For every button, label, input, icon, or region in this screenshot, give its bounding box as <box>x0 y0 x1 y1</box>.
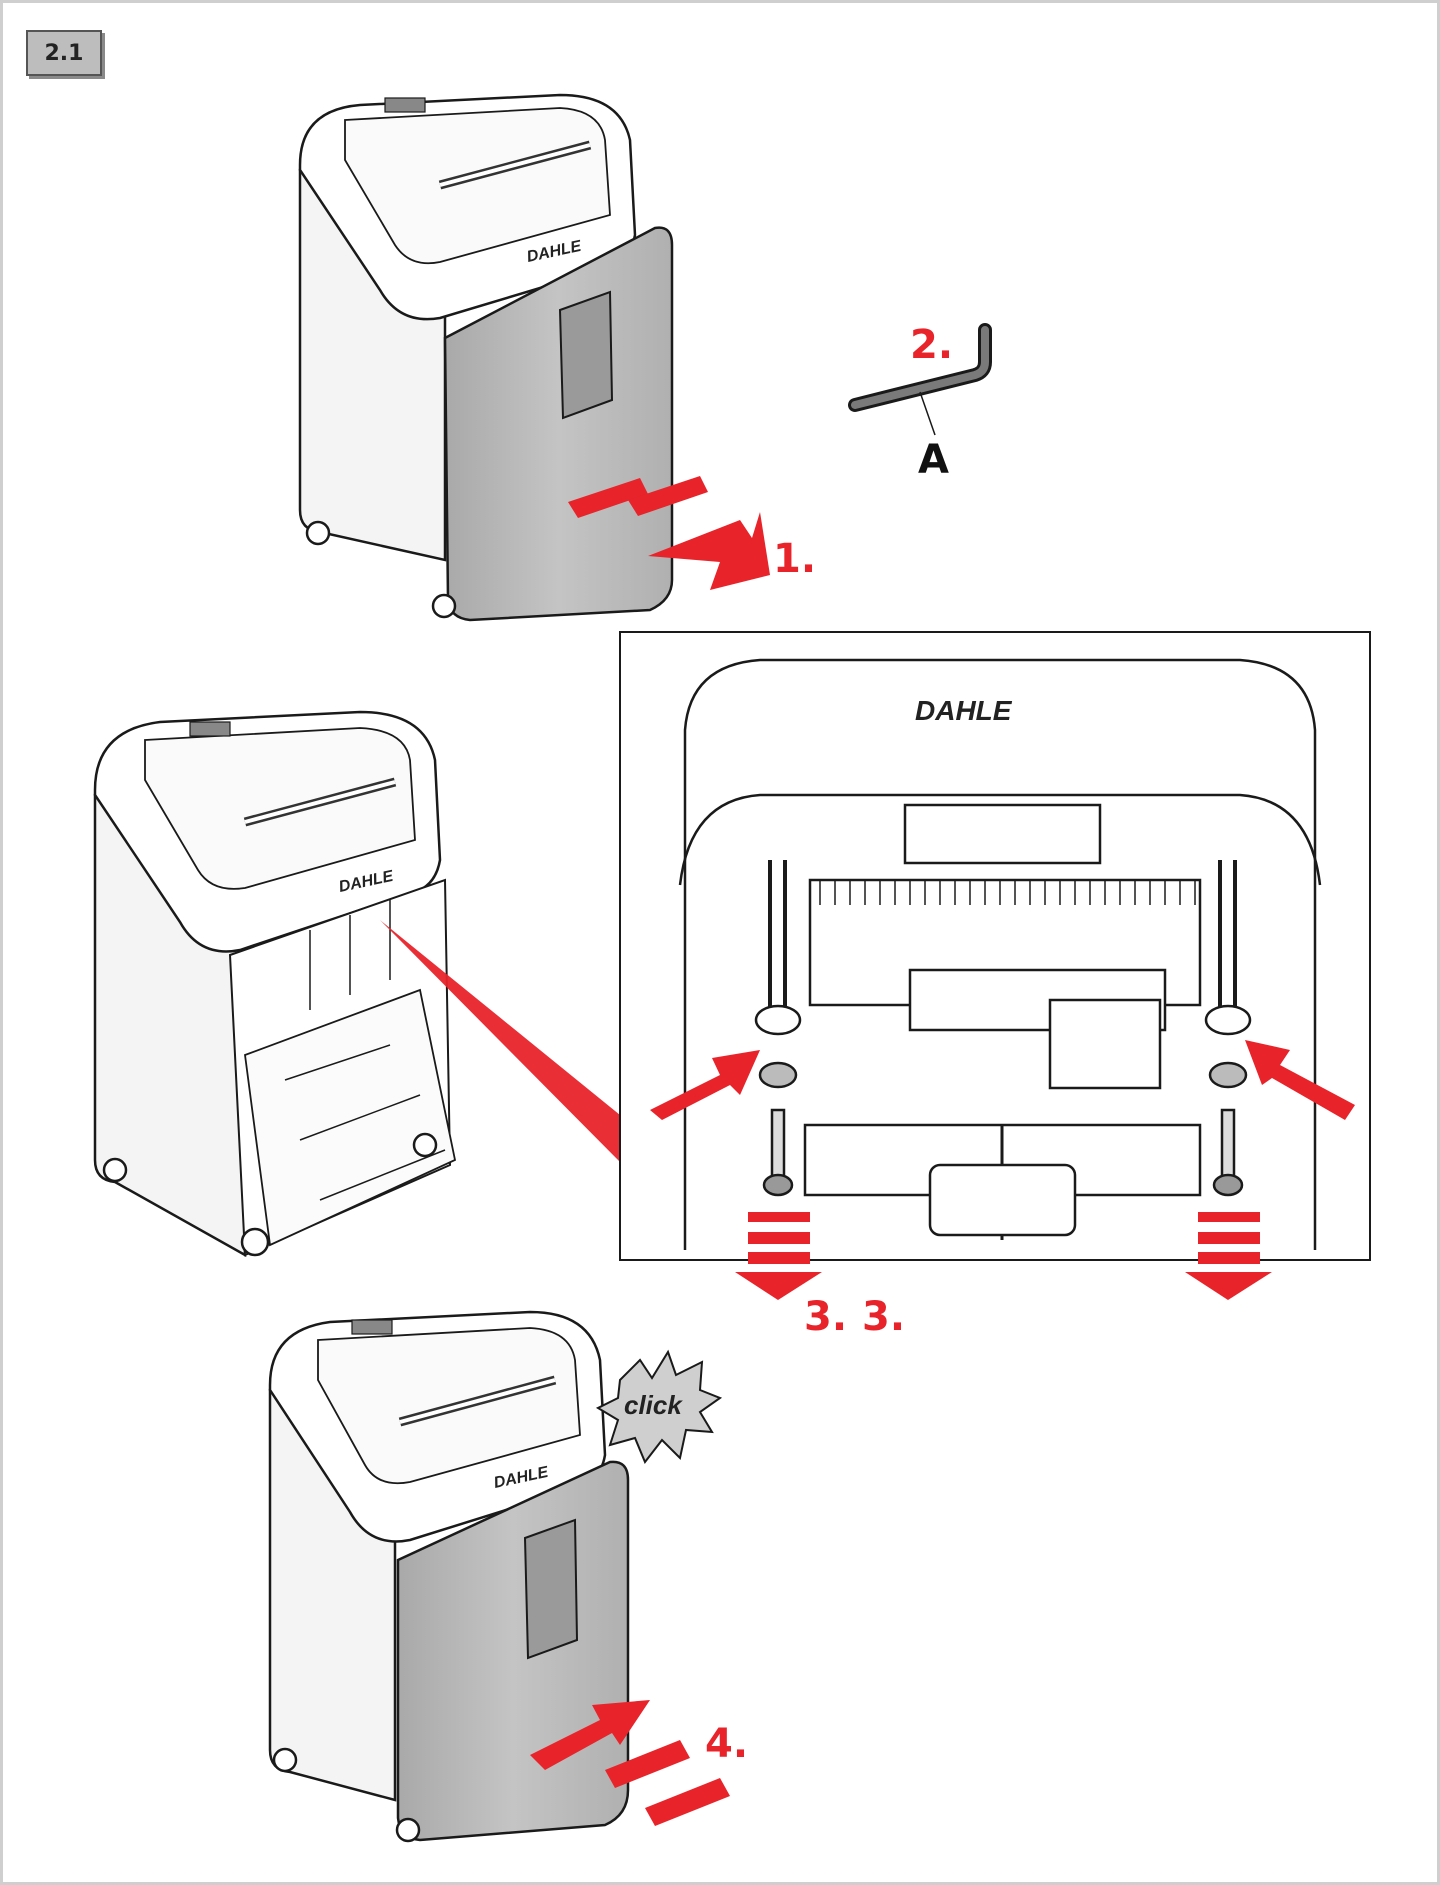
arrow-left-icon <box>530 1700 730 1826</box>
allen-key-label: A <box>918 437 949 483</box>
arrow-left-icon <box>1245 1040 1355 1120</box>
arrow-down-icon <box>735 1212 822 1300</box>
step-1-label: 1. <box>773 536 816 582</box>
section-number-badge: 2.1 <box>26 30 102 76</box>
starburst-icon: click <box>595 1349 723 1464</box>
shredder-step4: DAHLE <box>268 1310 630 1843</box>
click-callout-text: click <box>624 1390 683 1420</box>
step-2-label: 2. <box>910 322 953 368</box>
zoom-callout-wedge <box>380 920 620 1162</box>
shredder-step3: DAHLE <box>93 710 457 1258</box>
step-3-label-left: 3. <box>804 1294 847 1340</box>
brand-logo-detail: DAHLE <box>915 695 1013 726</box>
arrow-down-icon <box>1185 1212 1272 1300</box>
allen-key-icon <box>848 323 992 436</box>
step-3-label-right: 3. <box>862 1294 905 1340</box>
step-4-label: 4. <box>705 1721 748 1767</box>
arrow-right-icon <box>568 476 770 590</box>
arrow-right-icon <box>650 1050 760 1120</box>
detail-view: DAHLE <box>619 631 1371 1261</box>
shredder-step1: DAHLE <box>298 93 674 622</box>
